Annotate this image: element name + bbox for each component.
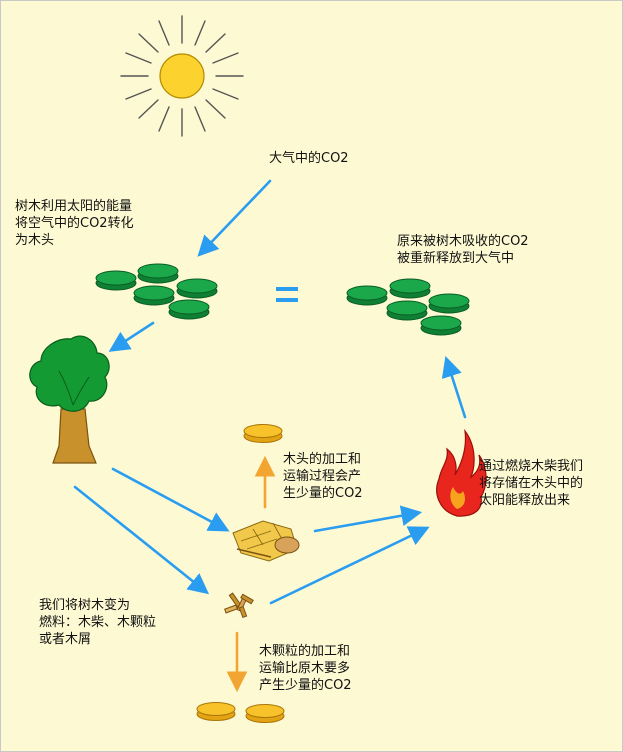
co2-gold-coins-bottom (196, 702, 285, 723)
label-wood-processing: 木头的加工和 运输过程会产 生少量的CO2 (283, 452, 363, 501)
wood-pellets-icon (224, 592, 254, 619)
firewood-icon (232, 520, 300, 562)
label-burning: 通过燃烧木柴我们 将存储在木头中的 太阳能释放出来 (479, 459, 584, 508)
tree-icon (29, 335, 110, 464)
label-pellet-processing: 木颗粒的加工和 运输比原木要多 产生少量的CO2 (259, 644, 352, 693)
equals-sign (276, 287, 298, 302)
emission-arrows (226, 455, 276, 693)
sun-icon (120, 15, 244, 137)
label-atmosphere-co2: 大气中的CO2 (269, 151, 349, 166)
co2-green-coins-left (95, 263, 218, 320)
label-co2-released: 原来被树木吸收的CO2 被重新释放到大气中 (397, 234, 529, 266)
co2-gold-coin-top (243, 424, 283, 443)
label-fuel-types: 我们将树木变为 燃料：木柴、木颗粒 或者木屑 (39, 598, 157, 647)
flame-icon (436, 428, 487, 517)
label-tree-absorb: 树木利用太阳的能量 将空气中的CO2转化 为木头 (15, 199, 134, 248)
flow-arrows (73, 179, 467, 605)
co2-green-coins-right (346, 278, 470, 336)
